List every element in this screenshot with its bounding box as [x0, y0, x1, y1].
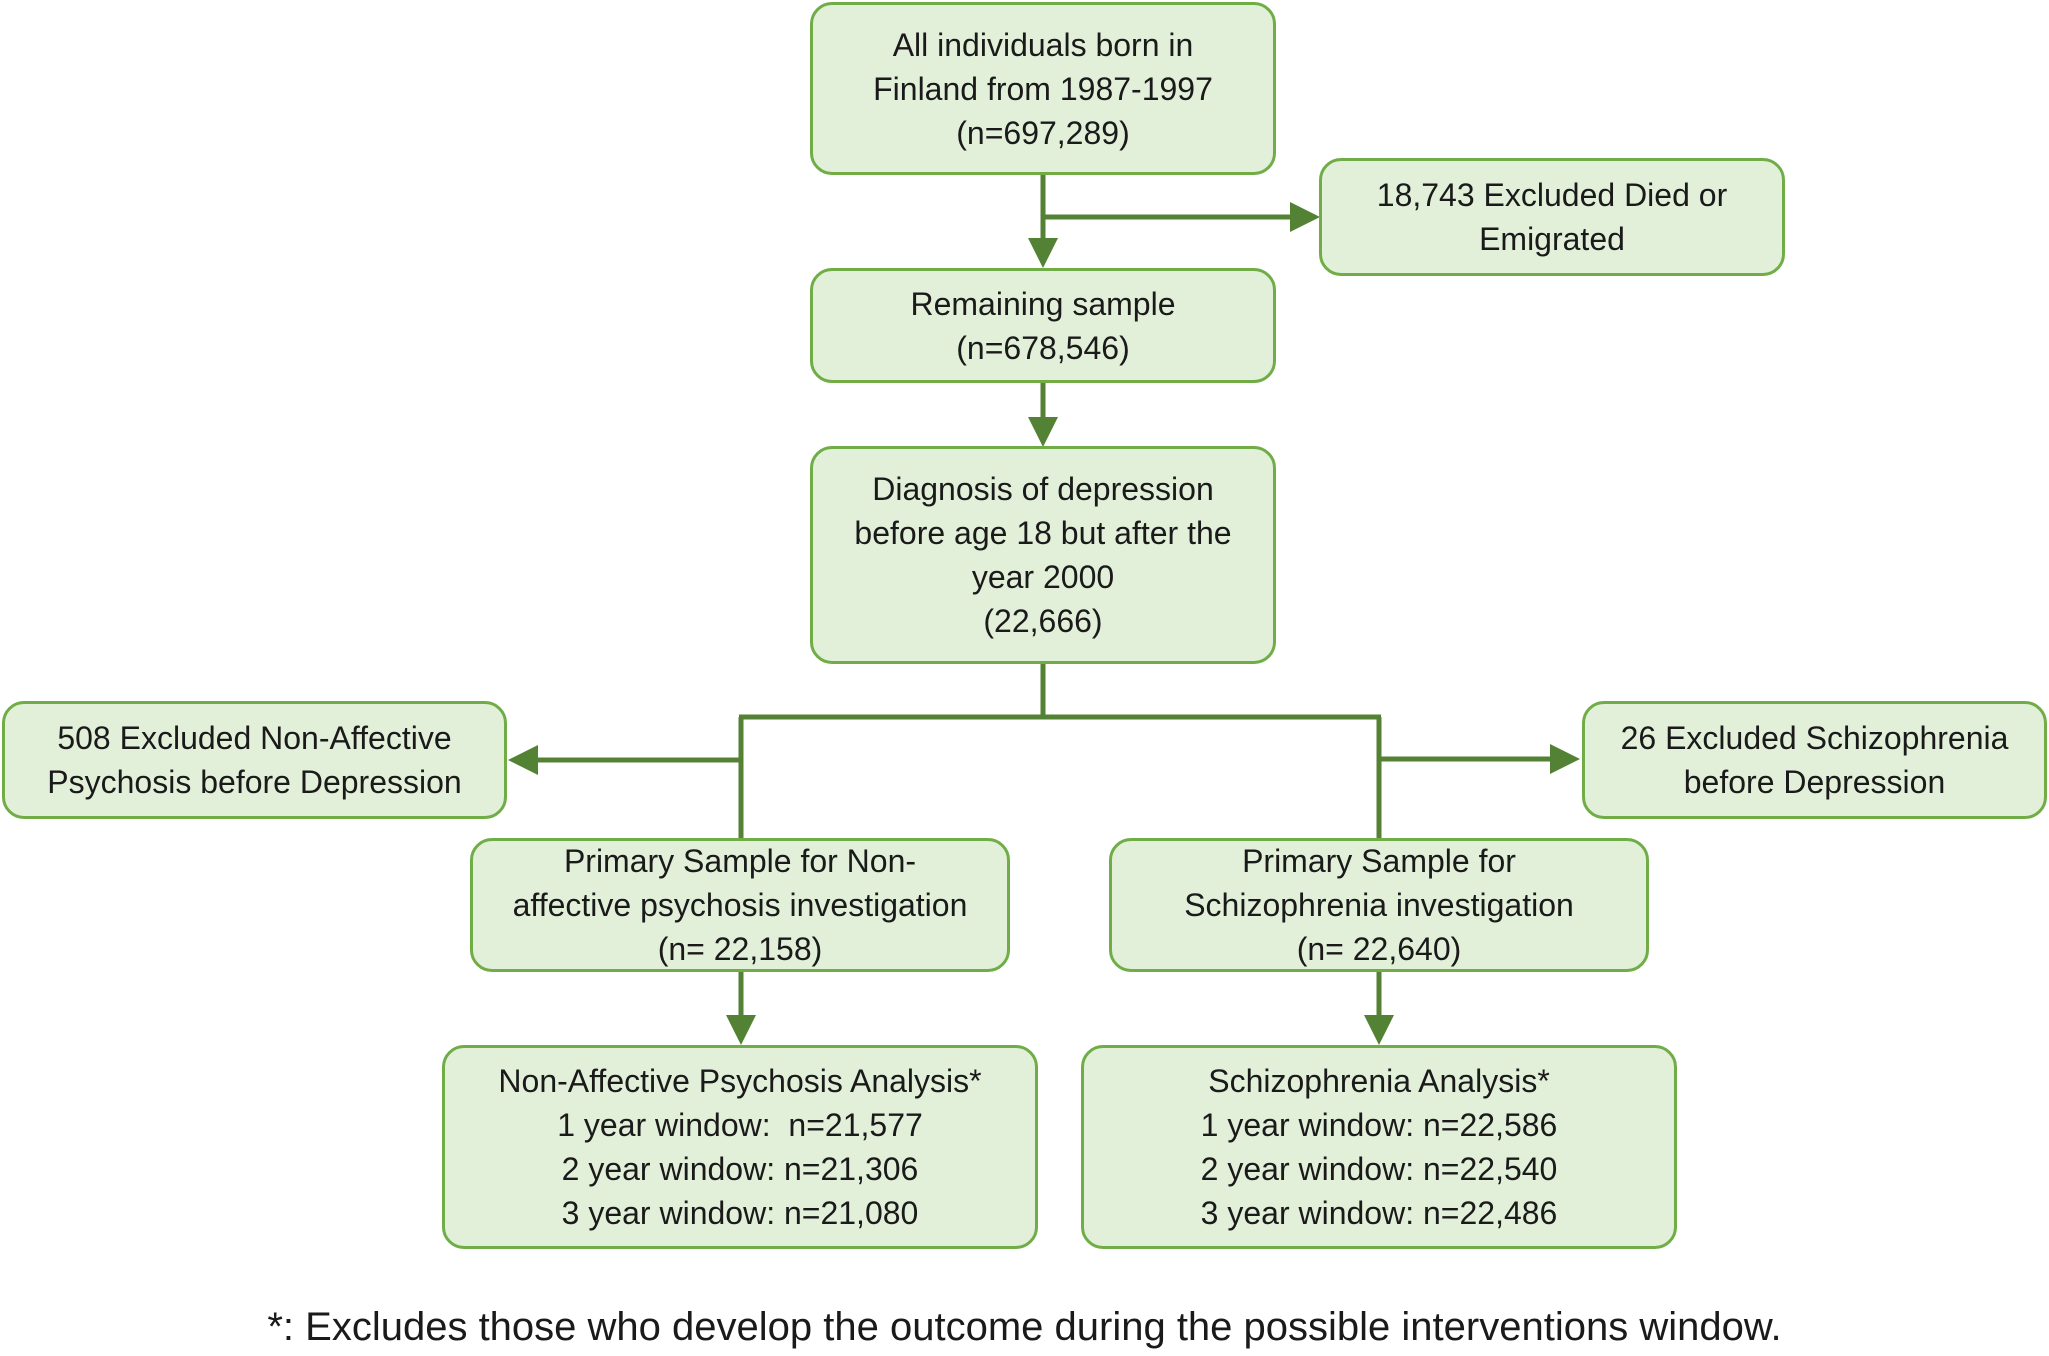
remaining-box: Remaining sample (n=678,546): [810, 268, 1276, 383]
analysis-nap-text: Non-Affective Psychosis Analysis* 1 year…: [498, 1059, 981, 1235]
analysis-scz-box: Schizophrenia Analysis* 1 year window: n…: [1081, 1045, 1677, 1249]
box-line: Schizophrenia investigation: [1184, 887, 1574, 923]
box-line: (n= 22,158): [657, 931, 823, 967]
box-line: 1 year window: n=21,577: [557, 1107, 923, 1143]
box-line: (n= 22,640): [1296, 931, 1462, 967]
box-line: Primary Sample for: [1242, 843, 1516, 879]
primary-scz-text: Primary Sample for Schizophrenia investi…: [1184, 839, 1574, 971]
box-line: year 2000: [971, 559, 1115, 595]
box-line: Non-Affective Psychosis Analysis*: [498, 1063, 982, 1099]
box-line: before Depression: [1683, 764, 1946, 800]
depression-text: Diagnosis of depression before age 18 bu…: [854, 467, 1231, 643]
excluded-scz-text: 26 Excluded Schizophrenia before Depress…: [1621, 716, 2009, 804]
box-line: (n=678,546): [956, 329, 1130, 366]
population-box: All individuals born in Finland from 198…: [810, 2, 1276, 175]
analysis-scz-text: Schizophrenia Analysis* 1 year window: n…: [1201, 1059, 1558, 1235]
box-line: affective psychosis investigation: [512, 887, 968, 923]
box-line: All individuals born in: [892, 26, 1194, 63]
box-line: 18,743 Excluded Died or: [1376, 177, 1728, 213]
box-line: Primary Sample for Non-: [563, 843, 917, 879]
box-line: 2 year window: n=22,540: [1200, 1151, 1558, 1187]
box-line: Finland from 1987-1997: [873, 70, 1213, 107]
box-line: 508 Excluded Non-Affective: [57, 720, 452, 756]
box-line: 1 year window: n=22,586: [1200, 1107, 1558, 1143]
box-line: 3 year window: n=22,486: [1200, 1195, 1558, 1231]
excluded-nap-text: 508 Excluded Non-Affective Psychosis bef…: [47, 716, 461, 804]
primary-nap-text: Primary Sample for Non- affective psycho…: [513, 839, 968, 971]
box-line: (22,666): [983, 603, 1103, 639]
population-text: All individuals born in Finland from 198…: [873, 23, 1213, 155]
excluded-died-box: 18,743 Excluded Died or Emigrated: [1319, 158, 1785, 276]
primary-scz-box: Primary Sample for Schizophrenia investi…: [1109, 838, 1649, 972]
remaining-text: Remaining sample (n=678,546): [910, 282, 1175, 370]
footnote: *: Excludes those who develop the outcom…: [267, 1305, 1782, 1349]
box-line: Remaining sample: [910, 285, 1176, 322]
box-line: 2 year window: n=21,306: [561, 1151, 919, 1187]
analysis-nap-box: Non-Affective Psychosis Analysis* 1 year…: [442, 1045, 1038, 1249]
box-line: (n=697,289): [956, 114, 1130, 151]
excluded-scz-box: 26 Excluded Schizophrenia before Depress…: [1582, 701, 2047, 819]
box-line: Psychosis before Depression: [47, 764, 462, 800]
box-line: 3 year window: n=21,080: [561, 1195, 919, 1231]
box-line: Emigrated: [1479, 221, 1625, 257]
box-line: before age 18 but after the: [854, 515, 1232, 551]
primary-nap-box: Primary Sample for Non- affective psycho…: [470, 838, 1010, 972]
depression-box: Diagnosis of depression before age 18 bu…: [810, 446, 1276, 664]
excluded-nap-box: 508 Excluded Non-Affective Psychosis bef…: [2, 701, 507, 819]
box-line: 26 Excluded Schizophrenia: [1620, 720, 2009, 756]
excluded-died-text: 18,743 Excluded Died or Emigrated: [1377, 173, 1727, 261]
box-line: Schizophrenia Analysis*: [1208, 1063, 1550, 1099]
box-line: Diagnosis of depression: [872, 471, 1214, 507]
